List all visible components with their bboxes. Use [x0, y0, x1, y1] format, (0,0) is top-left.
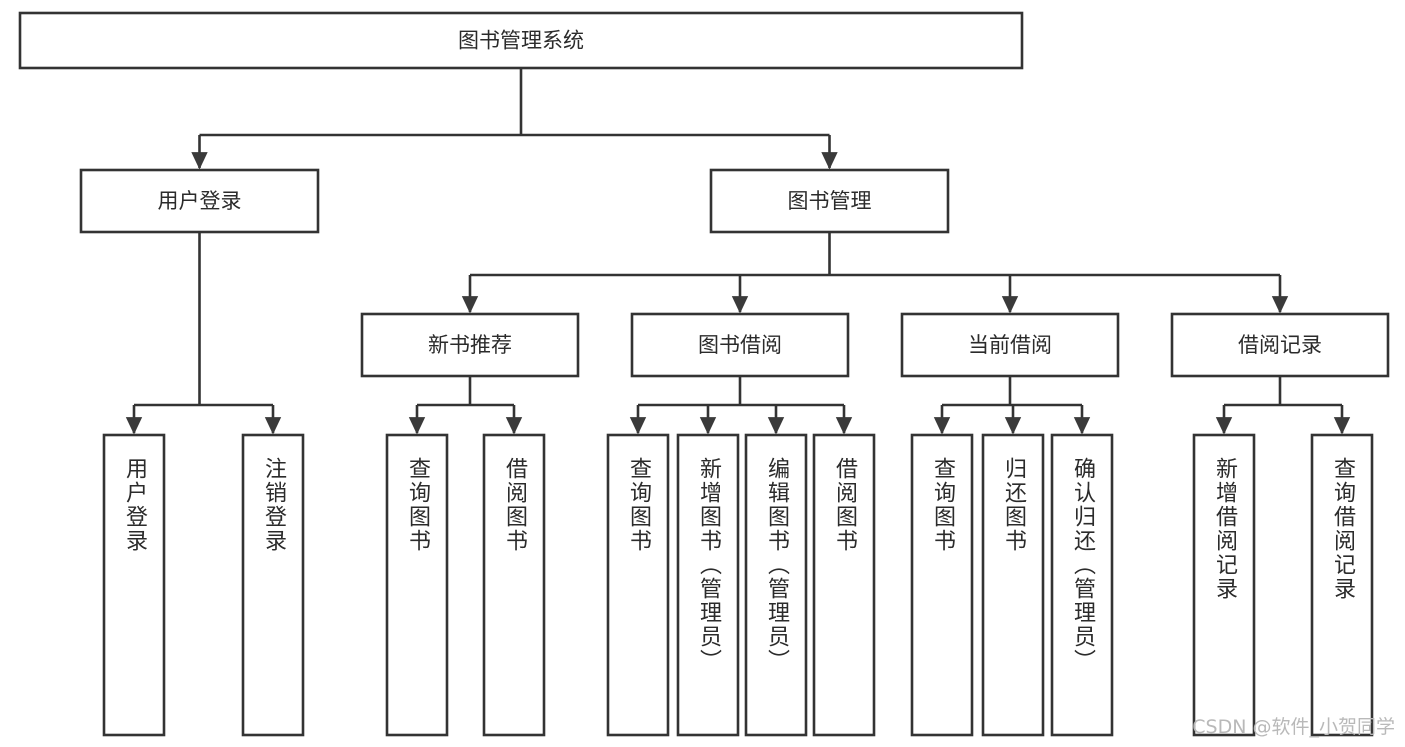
- leaf-box-2[interactable]: [385, 433, 449, 737]
- level3-label-0: 新书推荐: [428, 333, 512, 357]
- level3-box-0[interactable]: [360, 312, 580, 378]
- level2-label-0: 用户登录: [158, 189, 242, 213]
- level3-box-2[interactable]: [900, 312, 1120, 378]
- level2-label-1: 图书管理: [788, 189, 872, 213]
- leaf-box-11[interactable]: [1192, 433, 1256, 737]
- leaf-box-5[interactable]: [676, 433, 740, 737]
- leaf-box-1[interactable]: [241, 433, 305, 737]
- leaf-box-0[interactable]: [102, 433, 166, 737]
- leaf-box-9[interactable]: [981, 433, 1045, 737]
- root-label-0: 图书管理系统: [458, 29, 584, 53]
- node-boxes: [18, 11, 1390, 737]
- leaf-box-4[interactable]: [606, 433, 670, 737]
- level3-label-1: 图书借阅: [698, 333, 782, 357]
- leaf-box-12[interactable]: [1310, 433, 1374, 737]
- level3-box-1[interactable]: [630, 312, 850, 378]
- level3-label-3: 借阅记录: [1238, 333, 1322, 357]
- leaf-box-7[interactable]: [812, 433, 876, 737]
- leaf-box-3[interactable]: [482, 433, 546, 737]
- level3-box-3[interactable]: [1170, 312, 1390, 378]
- connector-edges: [125, 68, 1351, 435]
- leaf-box-6[interactable]: [744, 433, 808, 737]
- level2-box-0[interactable]: [79, 168, 320, 234]
- level3-label-2: 当前借阅: [968, 333, 1052, 357]
- leaf-box-10[interactable]: [1050, 433, 1114, 737]
- root-box-0[interactable]: [18, 11, 1024, 70]
- level2-box-1[interactable]: [709, 168, 950, 234]
- leaf-box-8[interactable]: [910, 433, 974, 737]
